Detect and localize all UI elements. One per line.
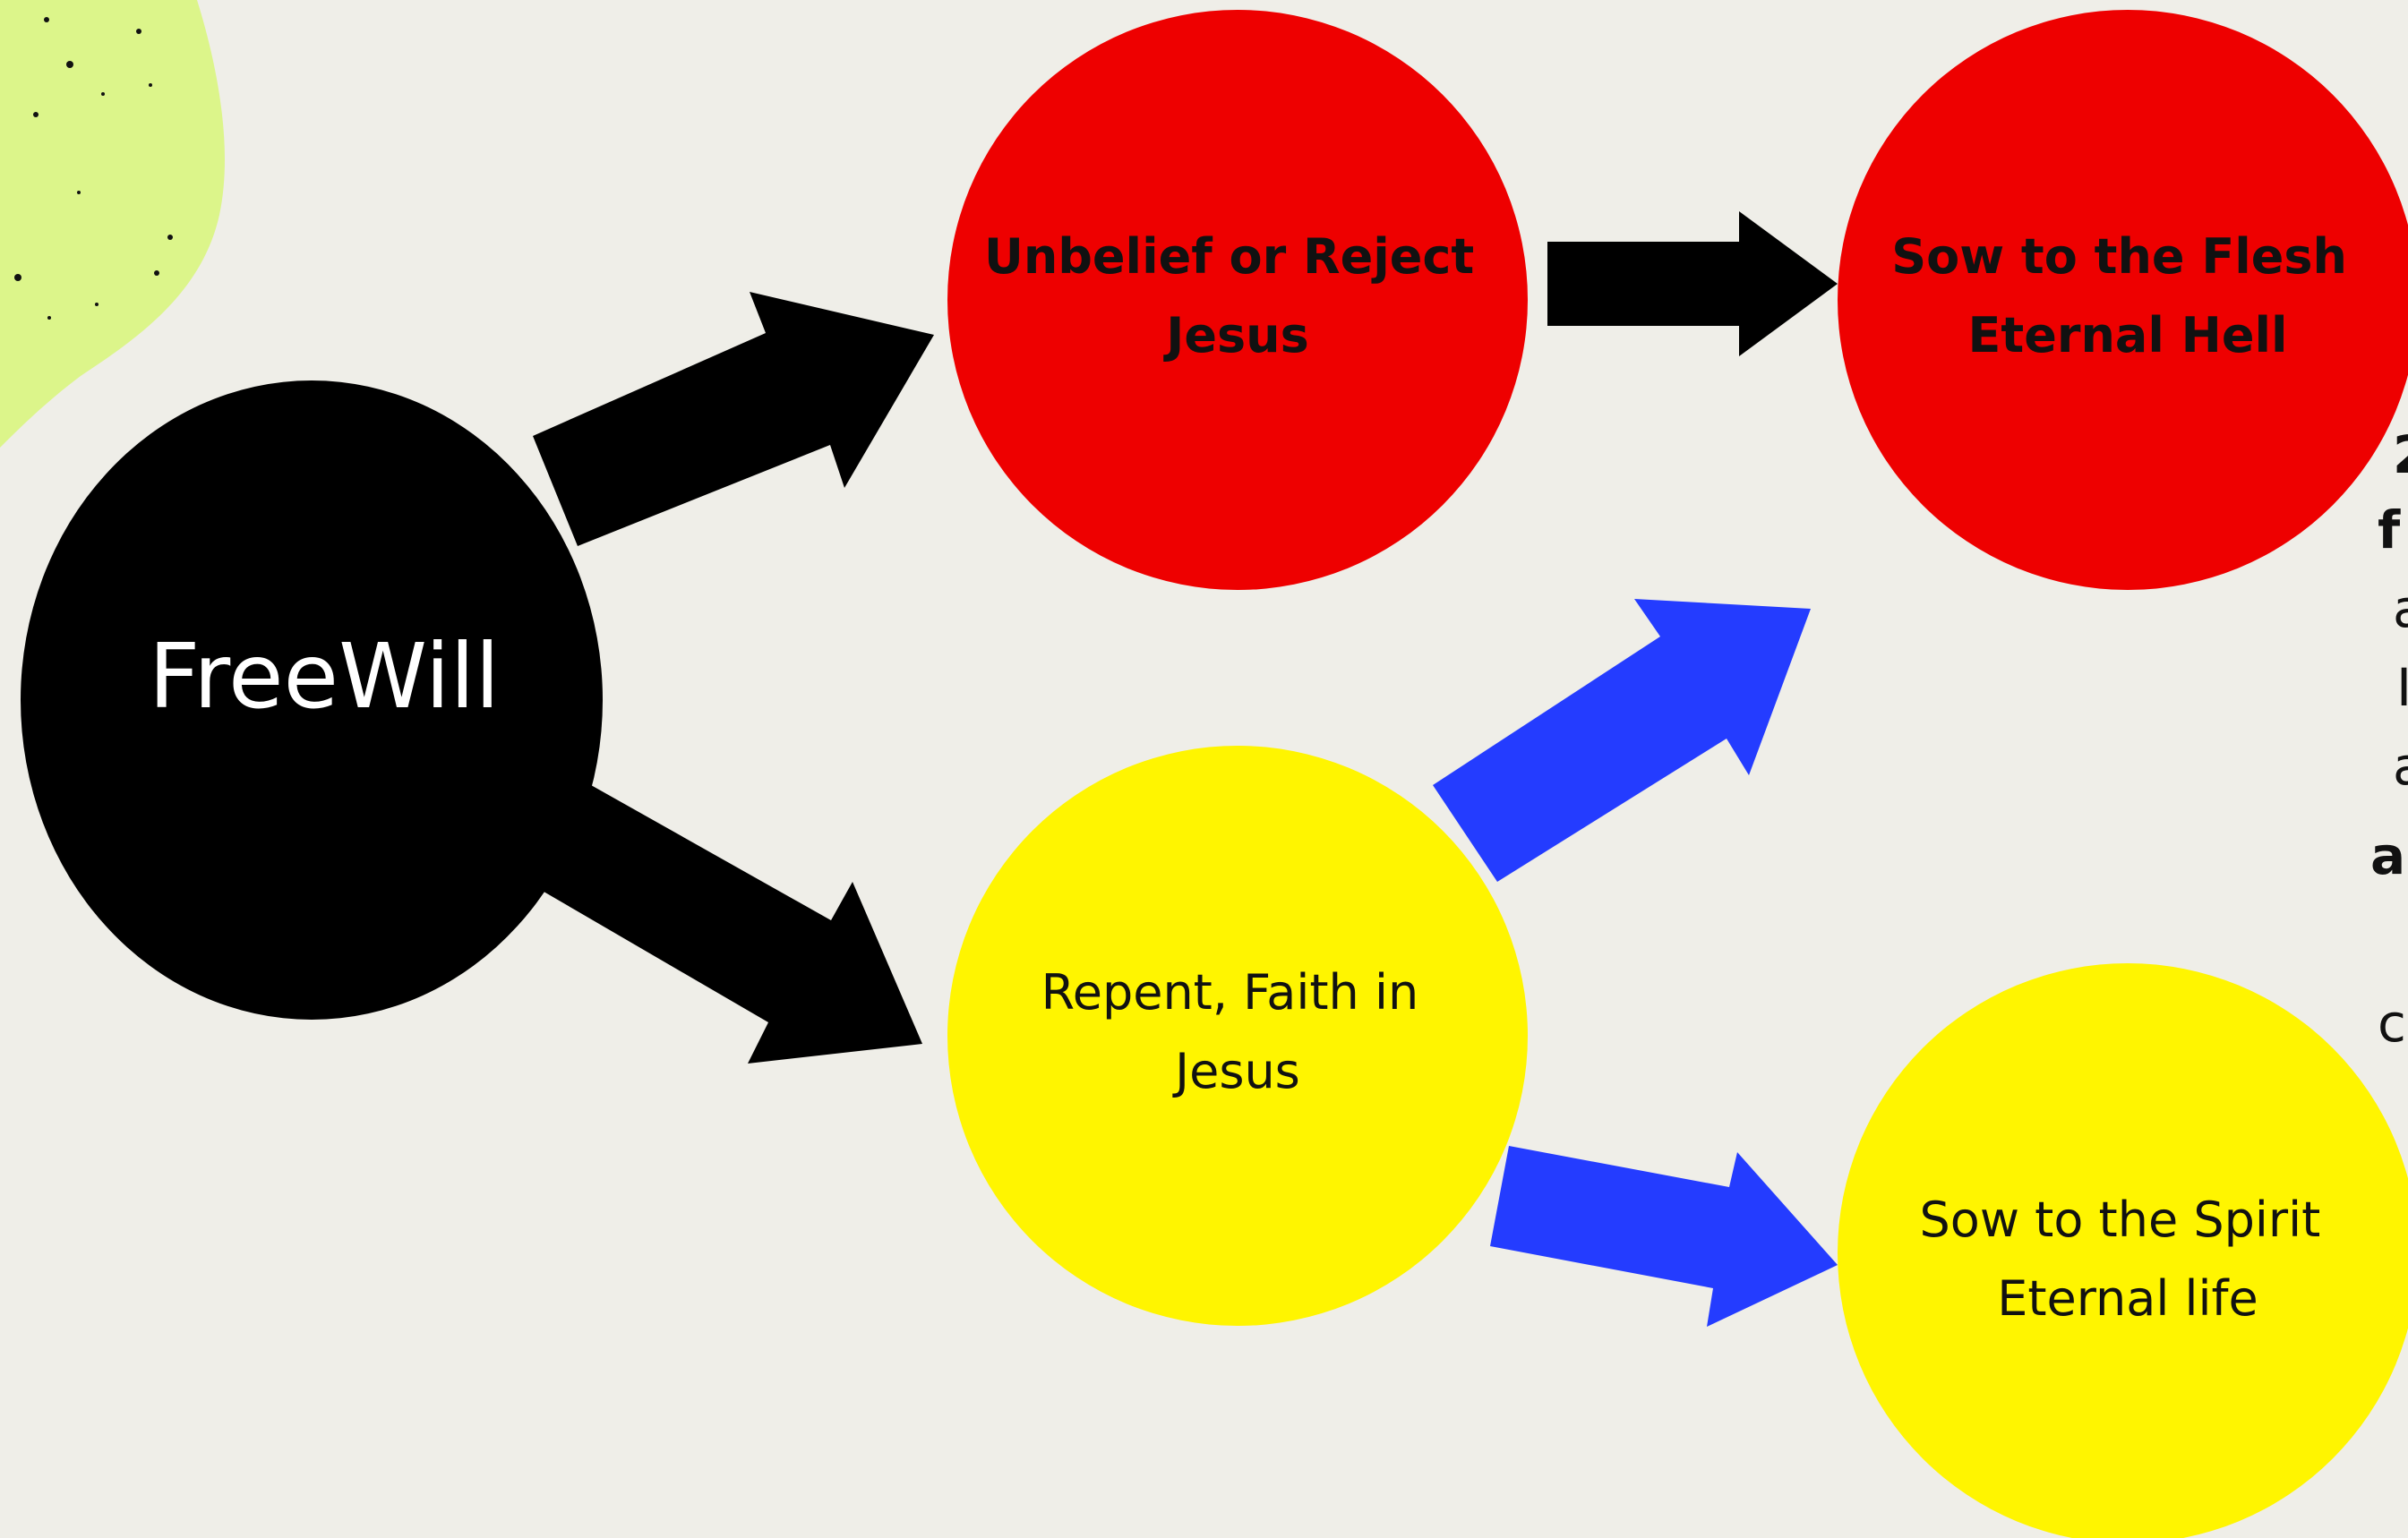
- node-unbelief: [947, 10, 1528, 590]
- clipped-side-text: 2 f a I a a c: [2370, 424, 2408, 1054]
- repent-label-line-2: Jesus: [1172, 1043, 1300, 1099]
- freewill-label: FreeWill: [149, 624, 500, 729]
- freewill-label-line-1: FreeWill: [149, 624, 500, 729]
- clipped-char-1: 2: [2393, 424, 2408, 485]
- repent-label: Repent, Faith in Jesus: [1041, 964, 1435, 1099]
- spirit-label-line-1: Sow to the Spirit: [1920, 1192, 2321, 1248]
- clipped-char-5: a: [2393, 736, 2408, 797]
- clipped-char-4: I: [2396, 657, 2408, 718]
- spirit-label: Sow to the Spirit Eternal life: [1920, 1192, 2336, 1327]
- clipped-char-3: a: [2393, 578, 2408, 639]
- arrow-repent-to-spirit: [1490, 1146, 1838, 1327]
- unbelief-label-line-1: Unbelief or Reject: [984, 228, 1474, 285]
- spirit-label-line-2: Eternal life: [1997, 1270, 2258, 1327]
- node-spirit: [1838, 963, 2408, 1538]
- green-blob-decoration: [0, 0, 225, 448]
- flesh-label: Sow to the Flesh Eternal Hell: [1891, 228, 2364, 363]
- speckles-decoration: [14, 17, 173, 320]
- node-freewill: [21, 380, 603, 1020]
- clipped-char-7: c: [2378, 993, 2406, 1054]
- unbelief-label-line-2: Jesus: [1162, 307, 1308, 363]
- repent-label-line-1: Repent, Faith in: [1041, 964, 1419, 1021]
- clipped-char-2: f: [2378, 500, 2401, 560]
- clipped-char-6: a: [2370, 825, 2405, 886]
- flesh-label-line-2: Eternal Hell: [1968, 307, 2288, 363]
- node-repent: [947, 746, 1528, 1326]
- arrow-unbelief-to-flesh: [1547, 211, 1838, 356]
- arrow-freewill-to-repent: [528, 785, 922, 1064]
- arrow-freewill-to-unbelief: [533, 292, 934, 546]
- node-flesh: [1838, 10, 2408, 590]
- flesh-label-line-1: Sow to the Flesh: [1891, 228, 2347, 285]
- unbelief-label: Unbelief or Reject Jesus: [984, 228, 1491, 363]
- arrow-repent-to-flesh: [1433, 599, 1811, 882]
